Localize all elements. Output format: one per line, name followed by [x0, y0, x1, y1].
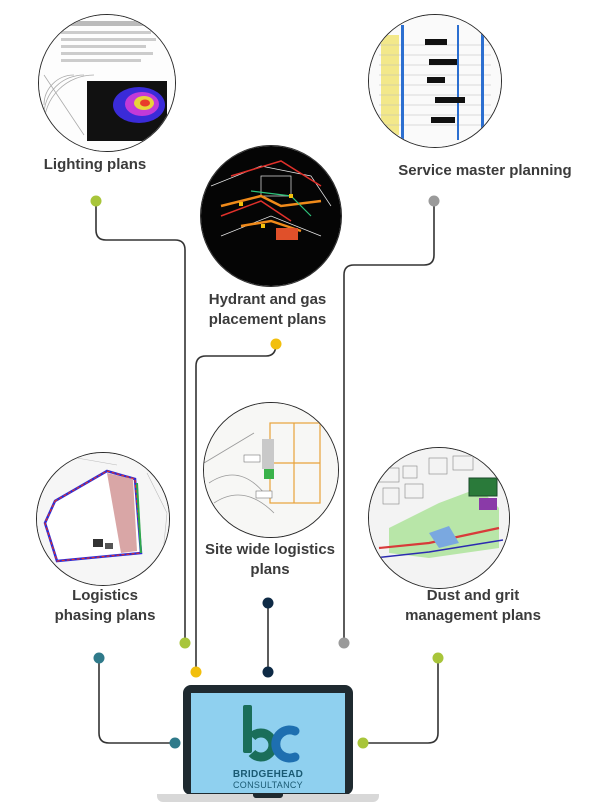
dot-service-top	[428, 195, 440, 207]
dot-hydrant-bottom	[190, 666, 202, 678]
bridgehead-logo-icon	[243, 705, 300, 763]
laptop-notch	[253, 794, 283, 798]
dot-lighting-bottom	[179, 637, 191, 649]
service-master-planning-label: Service master planning	[398, 162, 572, 179]
dot-service-bottom	[338, 637, 350, 649]
hydrant-plan-thumbnail	[200, 145, 342, 287]
connector-lighting	[95, 201, 186, 643]
dot-dust-bottom	[357, 737, 369, 749]
dot-lighting-top	[90, 195, 102, 207]
dot-dust-top	[432, 652, 444, 664]
lighting-plans-label: Lighting plans	[43, 156, 147, 173]
laptop: BRIDGEHEAD CONSULTANCY	[157, 685, 379, 805]
dot-site-bottom	[262, 666, 274, 678]
dust-grit-management-label: Dust and grit management plans	[405, 587, 541, 624]
dot-site-top	[262, 597, 274, 609]
laptop-base	[157, 794, 379, 802]
lighting-plan-thumbnail	[38, 14, 176, 152]
logistics-phasing-label: Logistics phasing plans	[54, 587, 156, 624]
laptop-screen: BRIDGEHEAD CONSULTANCY	[191, 693, 345, 793]
dust-grit-thumbnail	[368, 447, 510, 589]
connector-service	[343, 201, 435, 643]
hydrant-gas-placement-label: Hydrant and gas placement plans	[208, 291, 327, 328]
dot-hydrant-top	[270, 338, 282, 350]
site-wide-logistics-label: Site wide logistics plans	[204, 541, 336, 578]
logistics-phasing-thumbnail	[36, 452, 170, 586]
dot-logistics-bottom	[169, 737, 181, 749]
brand-subtitle: CONSULTANCY	[233, 780, 303, 790]
connector-logistics	[98, 658, 175, 744]
dot-logistics-top	[93, 652, 105, 664]
brand-name: BRIDGEHEAD	[232, 769, 304, 780]
connector-hydrant	[195, 343, 277, 672]
service-master-thumbnail	[368, 14, 502, 148]
site-logistics-thumbnail	[203, 402, 339, 538]
connector-dust	[363, 658, 439, 744]
